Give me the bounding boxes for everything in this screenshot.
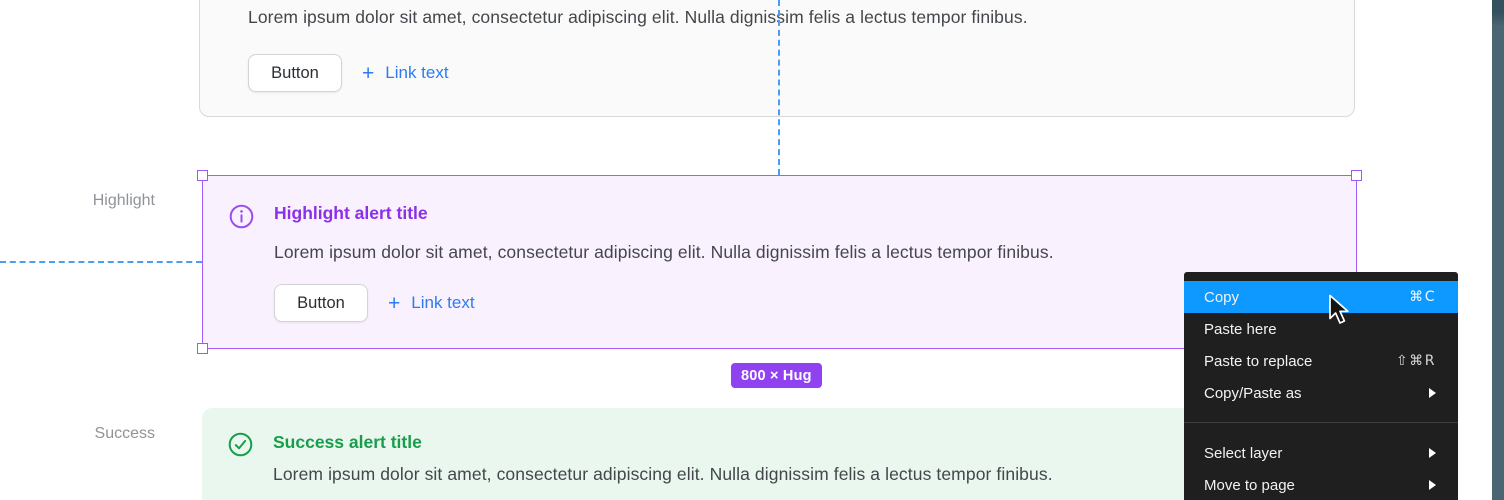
menu-item-paste-to-replace[interactable]: Paste to replace ⇧⌘R bbox=[1184, 345, 1458, 377]
info-icon bbox=[229, 204, 254, 234]
menu-item-label: Move to page bbox=[1204, 476, 1295, 494]
highlight-alert-card[interactable]: Highlight alert title Lorem ipsum dolor … bbox=[197, 170, 1362, 354]
highlight-alert-title: Highlight alert title bbox=[274, 203, 428, 223]
selection-handle-top-right[interactable] bbox=[1351, 170, 1362, 181]
check-circle-icon bbox=[228, 432, 253, 462]
plus-icon: + bbox=[362, 61, 375, 85]
highlight-alert-link[interactable]: + Link text bbox=[388, 293, 475, 314]
success-alert-title: Success alert title bbox=[273, 432, 422, 452]
horizontal-dashed-guide bbox=[0, 261, 202, 263]
plus-icon: + bbox=[388, 291, 401, 315]
success-alert-body: Lorem ipsum dolor sit amet, consectetur … bbox=[273, 464, 1053, 484]
alert-body-text: Lorem ipsum dolor sit amet, consectetur … bbox=[248, 7, 1028, 27]
menu-shortcut: ⌘C bbox=[1409, 289, 1436, 305]
right-edge-panel-strip bbox=[1492, 0, 1504, 500]
menu-item-move-to-page[interactable]: Move to page bbox=[1184, 469, 1458, 500]
highlight-actions-row: Button + Link text bbox=[274, 284, 475, 322]
menu-item-label: Paste here bbox=[1204, 320, 1277, 338]
menu-item-label: Copy bbox=[1204, 288, 1240, 306]
alert-link[interactable]: + Link text bbox=[362, 63, 449, 84]
selection-handle-top-left[interactable] bbox=[197, 170, 208, 181]
size-badge: 800 × Hug bbox=[731, 363, 822, 388]
alert-actions-row: Button + Link text bbox=[248, 54, 449, 92]
context-menu: Copy ⌘C Paste here Paste to replace ⇧⌘R … bbox=[1184, 272, 1458, 500]
layer-label-highlight[interactable]: Highlight bbox=[92, 192, 155, 209]
menu-item-label: Copy/Paste as bbox=[1204, 384, 1302, 402]
submenu-arrow-icon bbox=[1429, 448, 1436, 458]
highlight-alert-button[interactable]: Button bbox=[274, 284, 368, 322]
mouse-cursor-icon bbox=[1329, 294, 1349, 324]
submenu-arrow-icon bbox=[1429, 480, 1436, 490]
vertical-dashed-guide bbox=[778, 0, 780, 175]
menu-shortcut: ⇧⌘R bbox=[1396, 353, 1436, 369]
menu-item-label: Select layer bbox=[1204, 444, 1283, 462]
menu-item-copy[interactable]: Copy ⌘C bbox=[1184, 281, 1458, 313]
submenu-arrow-icon bbox=[1429, 388, 1436, 398]
default-alert-card[interactable]: Lorem ipsum dolor sit amet, consectetur … bbox=[199, 0, 1355, 117]
layer-label-success[interactable]: Success bbox=[94, 425, 155, 442]
highlight-alert-body: Lorem ipsum dolor sit amet, consectetur … bbox=[274, 242, 1054, 262]
alert-button[interactable]: Button bbox=[248, 54, 342, 92]
selection-handle-bottom-left[interactable] bbox=[197, 343, 208, 354]
success-alert-card[interactable]: Success alert title Lorem ipsum dolor si… bbox=[202, 408, 1357, 500]
menu-item-paste-here[interactable]: Paste here bbox=[1184, 313, 1458, 345]
menu-item-label: Paste to replace bbox=[1204, 352, 1313, 370]
menu-item-select-layer[interactable]: Select layer bbox=[1184, 437, 1458, 469]
menu-item-copy-paste-as[interactable]: Copy/Paste as bbox=[1184, 377, 1458, 409]
highlight-link-label: Link text bbox=[411, 293, 475, 312]
menu-divider bbox=[1184, 422, 1458, 423]
alert-link-label: Link text bbox=[385, 63, 449, 82]
